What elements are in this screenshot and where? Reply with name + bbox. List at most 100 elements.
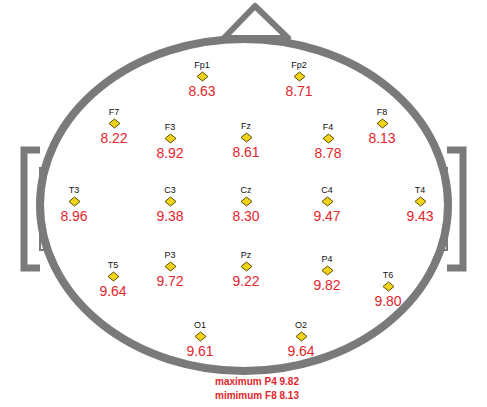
electrode-label: Cz [241,185,252,195]
electrode-value: 8.96 [60,209,87,224]
electrode-value: 9.80 [374,294,401,309]
electrode-diamond [195,332,206,341]
electrode-label: O1 [194,320,206,330]
electrode-value: 9.64 [287,344,314,359]
electrode-value: 9.22 [232,274,259,289]
electrode-diamond [165,197,176,206]
electrode-diamond [322,266,333,275]
electrode: P4 9.82 [313,254,340,293]
electrode-diamond [322,197,333,206]
electrode-diamond [109,119,120,128]
summary-note: maximum P4 9.82 [215,375,299,388]
electrode-marker [240,132,253,143]
electrode-diamond [415,197,426,206]
electrode-value: 9.72 [156,274,183,289]
electrode: F4 8.78 [314,122,341,161]
electrode-value: 9.82 [313,278,340,293]
electrode-marker [108,118,121,129]
electrode: C3 9.38 [156,185,183,224]
electrode-label: T4 [415,185,426,195]
electrode-value: 9.64 [99,284,126,299]
nose [224,6,288,38]
electrode-marker [164,133,177,144]
electrode-diamond [165,262,176,271]
electrode-value: 8.22 [100,131,127,146]
electrode-value: 8.30 [232,209,259,224]
electrode-label: P3 [164,250,175,260]
summary-note: mimimum F8 8.13 [215,389,299,402]
electrode: Fz 8.61 [232,121,259,160]
electrode-label: T6 [383,270,394,280]
electrode: P3 9.72 [156,250,183,289]
electrode: Pz 9.22 [232,250,259,289]
electrode-label: F7 [109,107,120,117]
electrode-diamond [296,332,307,341]
electrode: O1 9.61 [186,320,213,359]
electrode-value: 8.61 [232,145,259,160]
electrode-diamond [377,119,388,128]
electrode: T4 9.43 [406,185,433,224]
electrode-marker [164,196,177,207]
electrode-marker [107,271,120,282]
electrode-label: Fz [241,121,251,131]
electrode-value: 8.13 [368,131,395,146]
electrode-label: F8 [377,107,388,117]
electrode-marker [194,331,207,342]
electrode-marker [321,265,334,276]
electrode-diamond [108,272,119,281]
electrode-diamond [383,282,394,291]
electrode-marker [321,196,334,207]
electrode-marker [196,71,209,82]
electrode: F8 8.13 [368,107,395,146]
electrode-label: T5 [108,260,119,270]
electrode-marker [293,71,306,82]
electrode-value: 9.43 [406,209,433,224]
electrode-value: 9.47 [313,209,340,224]
electrode: Cz 8.30 [232,185,259,224]
electrode: O2 9.64 [287,320,314,359]
electrode-label: O2 [295,320,307,330]
electrode: F3 8.92 [156,122,183,161]
electrode: C4 9.47 [313,185,340,224]
electrode: T6 9.80 [374,270,401,309]
electrode-marker [240,196,253,207]
electrode-diamond [294,72,305,81]
electrode-diamond [69,197,80,206]
electrode-label: F4 [323,122,334,132]
electrode-marker [295,331,308,342]
electrode-value: 8.71 [285,84,312,99]
electrode-label: P4 [321,254,332,264]
electrode-label: C4 [321,185,333,195]
electrode-label: Fp2 [291,60,307,70]
electrode-marker [322,133,335,144]
electrode-value: 8.78 [314,146,341,161]
electrode-value: 8.92 [156,146,183,161]
electrode: Fp1 8.63 [188,60,215,99]
electrode-value: 9.38 [156,209,183,224]
electrode-diamond [197,72,208,81]
electrode: Fp2 8.71 [285,60,312,99]
electrode-marker [240,261,253,272]
electrode-label: Fp1 [194,60,210,70]
electrode-diamond [165,134,176,143]
electrode-marker [376,118,389,129]
electrode-marker [164,261,177,272]
electrode-diamond [241,133,252,142]
electrode-value: 9.61 [186,344,213,359]
electrode-marker [414,196,427,207]
electrode-value: 8.63 [188,84,215,99]
electrode-marker [382,281,395,292]
electrode: T5 9.64 [99,260,126,299]
electrode-diamond [241,262,252,271]
electrode: T3 8.96 [60,185,87,224]
head [40,39,448,371]
electrode: F7 8.22 [100,107,127,146]
electrode-label: C3 [164,185,176,195]
electrode-diamond [323,134,334,143]
electrode-label: T3 [69,185,80,195]
electrode-marker [68,196,81,207]
electrode-label: Pz [241,250,252,260]
electrode-label: F3 [165,122,176,132]
electrode-diamond [241,197,252,206]
